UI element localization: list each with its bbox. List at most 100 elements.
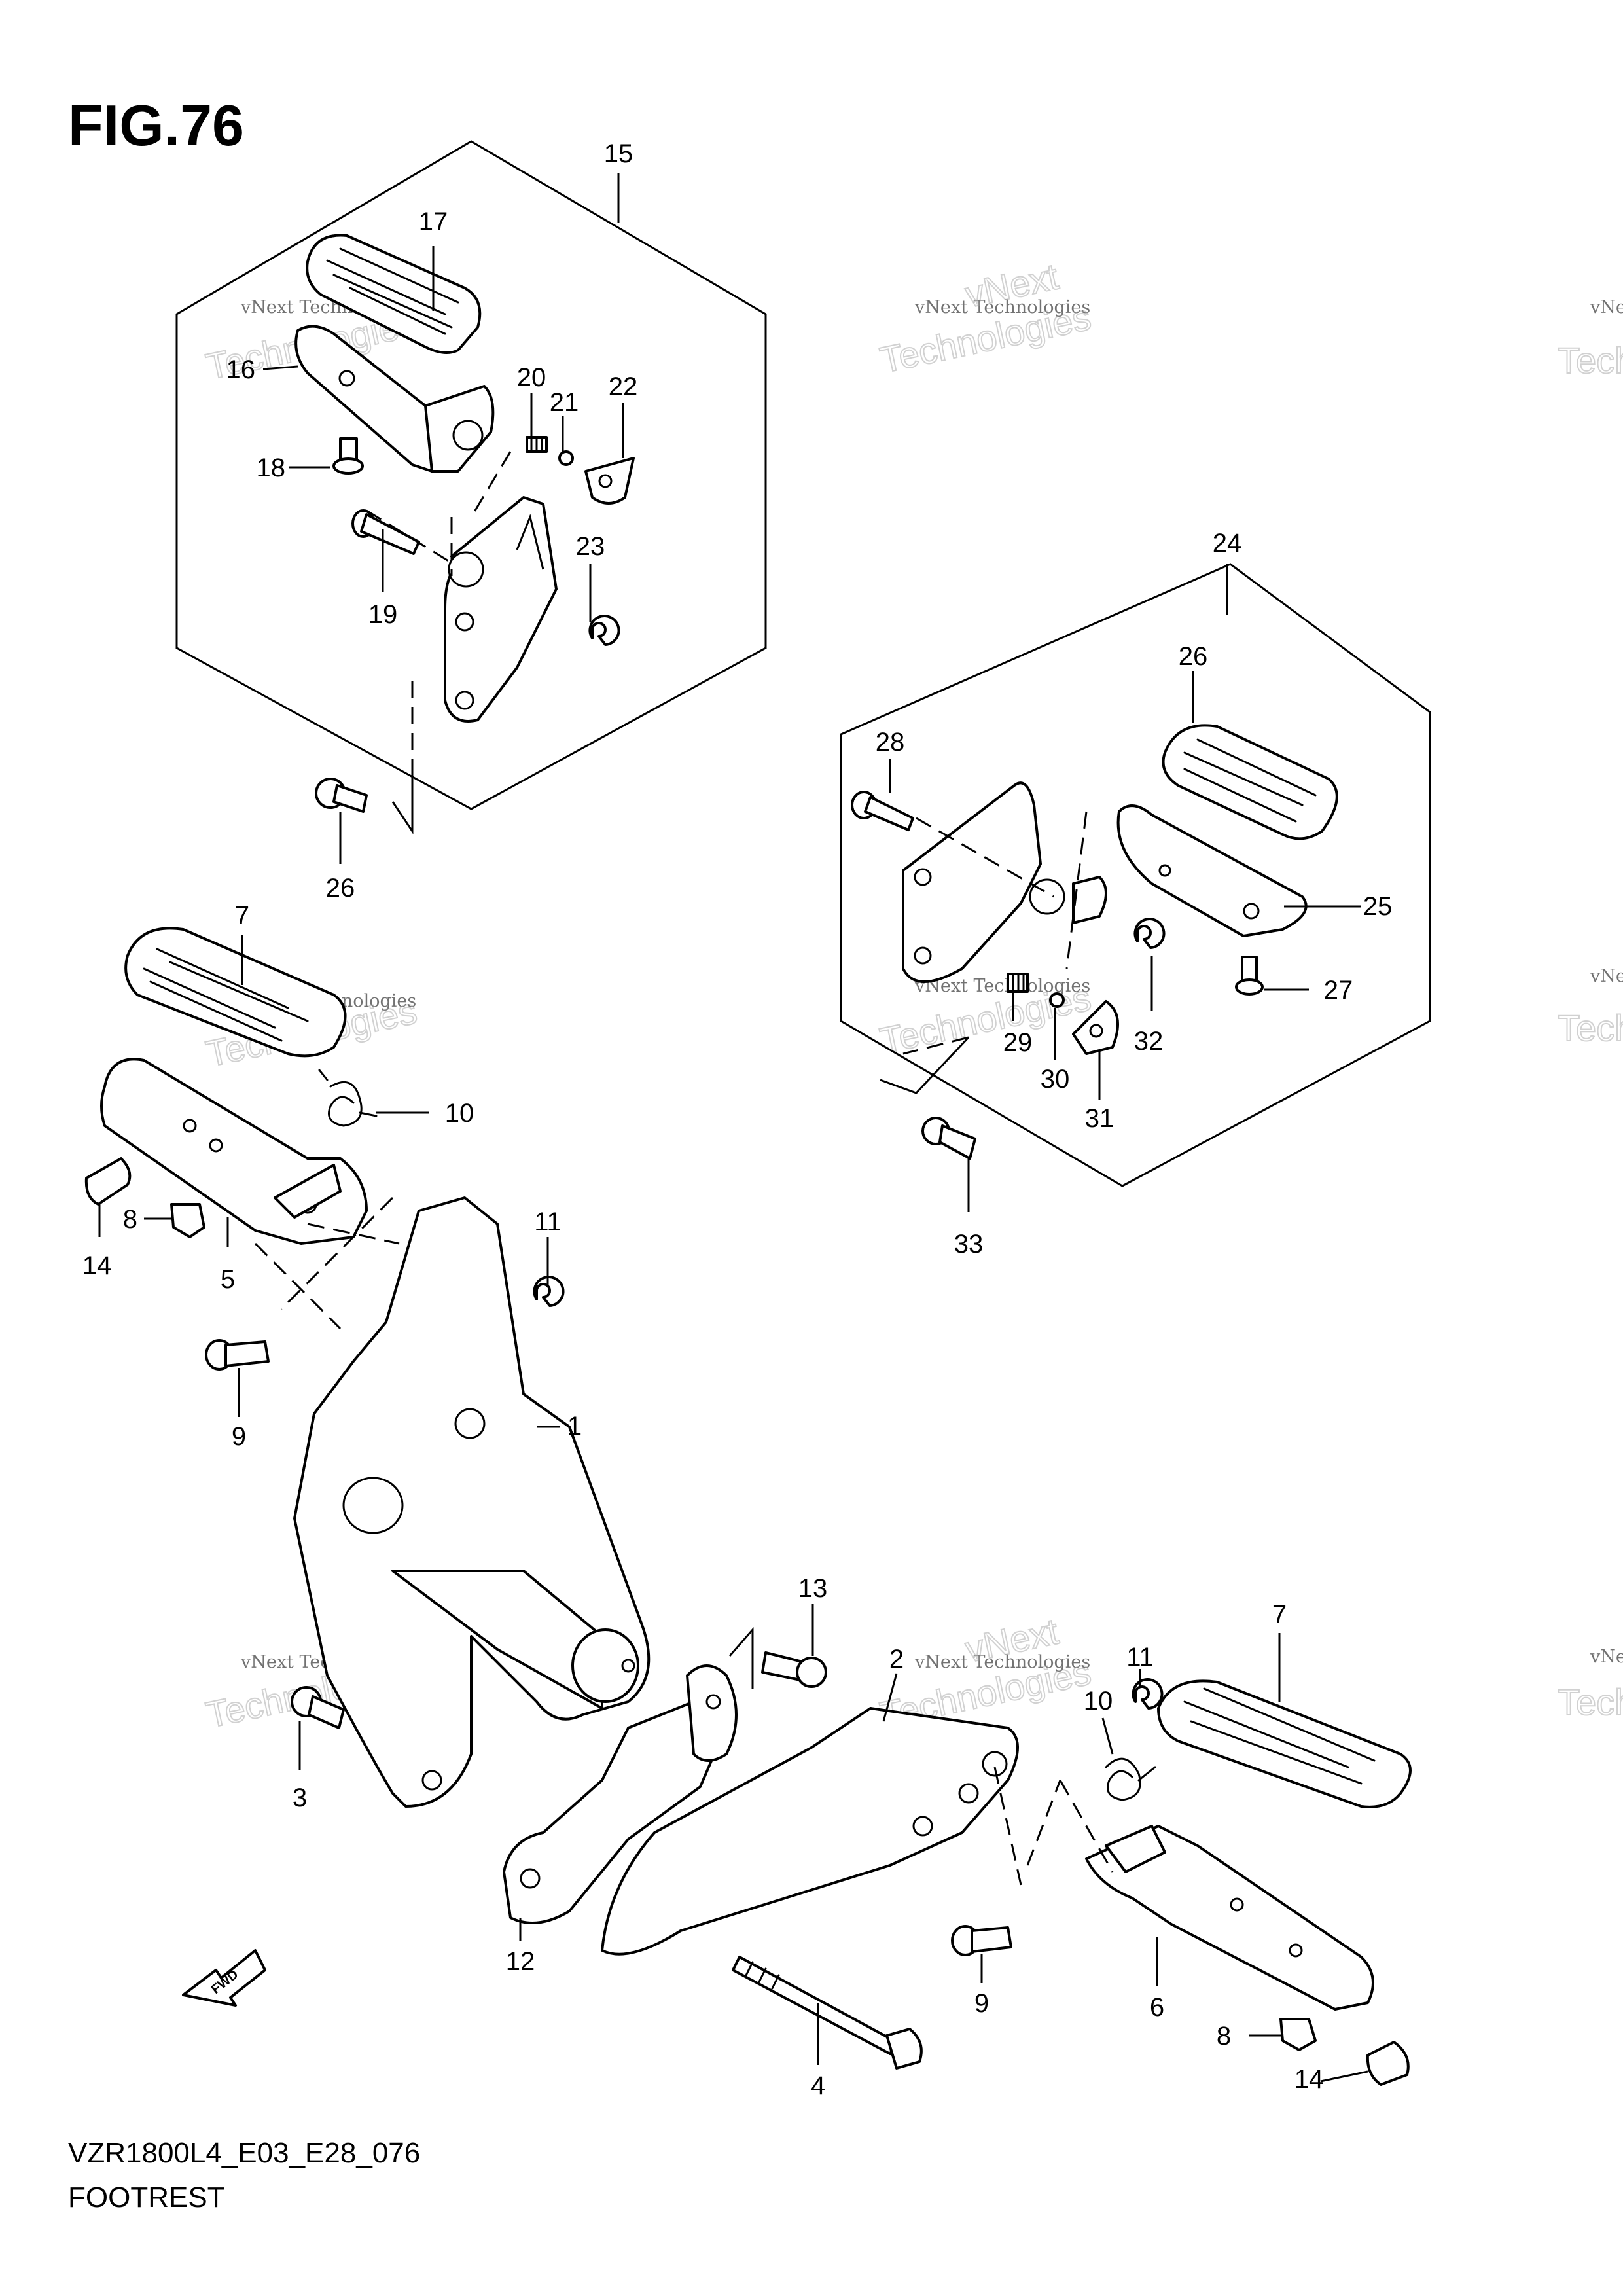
callout-28: 28 [876,728,905,757]
cap-14-right [1366,2041,1410,2086]
callout-26-left: 26 [326,874,355,903]
callout-3: 3 [293,1784,307,1812]
nut-8-right [1279,2018,1317,2051]
spring-10-right [1105,1757,1156,1801]
callout-25: 25 [1363,892,1393,921]
plate-12 [503,1664,738,1924]
figure-title: FIG.76 [68,93,244,158]
callout-1: 1 [567,1412,582,1441]
callout-10-right: 10 [1084,1687,1113,1715]
callout-14-left: 14 [82,1251,112,1280]
callout-12: 12 [506,1947,535,1976]
watermark-text: vNext Technologies [914,297,1090,317]
footrest-rubber-17 [306,234,482,354]
callout-11-right: 11 [1126,1643,1154,1672]
e-ring-11-right [1132,1678,1164,1710]
e-ring-11-left [533,1276,565,1307]
watermark-text: Technologies [1558,340,1623,381]
callout-30: 30 [1041,1065,1070,1094]
stopper-plate-31 [1072,1000,1119,1055]
leader-lines [98,173,1368,2083]
e-ring-32 [1133,918,1166,949]
callout-29: 29 [1003,1028,1033,1057]
callout-20: 20 [517,363,546,392]
callout-labels: 15 17 16 18 19 20 21 22 23 26 24 26 28 2… [82,139,1393,2100]
callout-4: 4 [811,2072,825,2100]
cap-14-left [84,1157,132,1206]
callout-13: 13 [798,1574,828,1603]
guide-lines-right [902,811,1088,1055]
callout-9-right: 9 [974,1989,989,2018]
footrest-bracket-16 [294,325,495,473]
callout-5: 5 [221,1265,235,1294]
bolt-26-left [315,778,368,813]
bolt-27 [1235,956,1264,996]
footrest-rubber-7-left [124,927,347,1058]
ball-21 [558,450,574,466]
stopper-plate-22 [584,457,635,505]
e-ring-23 [588,615,620,646]
callout-32: 32 [1134,1027,1164,1056]
callout-15: 15 [604,139,633,168]
watermark-text: vNext Technologies [1590,1647,1623,1667]
callout-9-left: 9 [232,1422,246,1451]
callout-23: 23 [576,532,605,561]
callout-22: 22 [609,372,638,401]
spring-20 [526,436,548,453]
callout-8-right: 8 [1217,2022,1231,2051]
callout-11-left: 11 [534,1208,562,1236]
footrest-6 [1085,1825,1374,2011]
fwd-arrow-icon: FWD [182,1949,266,2007]
callout-17: 17 [419,207,448,236]
pivot-pin-9-left [205,1339,270,1371]
callout-6: 6 [1150,1993,1164,2022]
callout-7-left: 7 [235,901,249,930]
footrest-rubber-26 [1162,724,1338,840]
watermark-text: vNext Technologies [1590,297,1623,317]
assembly-outline-15 [175,140,767,810]
callout-21: 21 [550,388,579,417]
callout-24: 24 [1213,529,1242,558]
footrest-bracket-2 [601,1707,1019,1956]
callout-19: 19 [368,600,398,629]
spring-29 [1007,973,1029,993]
watermark-text: vNext Technologies [1590,966,1623,986]
footrest-bracket-1 [293,1196,651,1808]
guide-lines-right-lower [993,1767,1114,1886]
diagram-name: FOOTREST [68,2181,225,2214]
guide-lines [366,451,512,772]
callout-2: 2 [889,1645,904,1674]
leader-26a [391,772,414,834]
callout-7-right: 7 [1272,1600,1287,1629]
leader-33-guide [880,1036,970,1094]
bolt-3 [291,1686,345,1729]
watermark-text: Technologies [1558,1007,1623,1049]
diagram-code: VZR1800L4_E03_E28_076 [68,2137,420,2169]
footrest-holder-plate-right [902,781,1107,983]
spring-10-left [318,1069,378,1127]
pivot-pin-28 [851,791,914,831]
callout-27: 27 [1324,976,1353,1005]
callout-26-right: 26 [1179,642,1208,671]
callout-33: 33 [954,1230,984,1259]
pivot-pin-19 [351,509,420,555]
bolt-18 [332,437,364,475]
watermark-text: vNext Technologies [914,1652,1090,1672]
watermark-text: vNext Technologies [914,976,1090,996]
callout-8-left: 8 [123,1205,137,1234]
assembly-outline-24 [840,563,1431,1187]
ball-30 [1049,992,1065,1008]
footrest-5 [100,1058,368,1245]
nut-8-left [170,1203,205,1238]
callout-18: 18 [257,454,286,482]
footrest-bracket-25 [1116,804,1308,937]
bolt-13 [761,1651,827,1688]
callout-31: 31 [1085,1104,1115,1133]
leader-13-guide [728,1627,754,1689]
callout-14-right: 14 [1294,2065,1324,2094]
callout-16: 16 [226,355,256,384]
footrest-holder-plate [444,496,558,723]
pivot-pin-9-right [951,1925,1012,1956]
long-bolt-4 [732,1956,923,2070]
